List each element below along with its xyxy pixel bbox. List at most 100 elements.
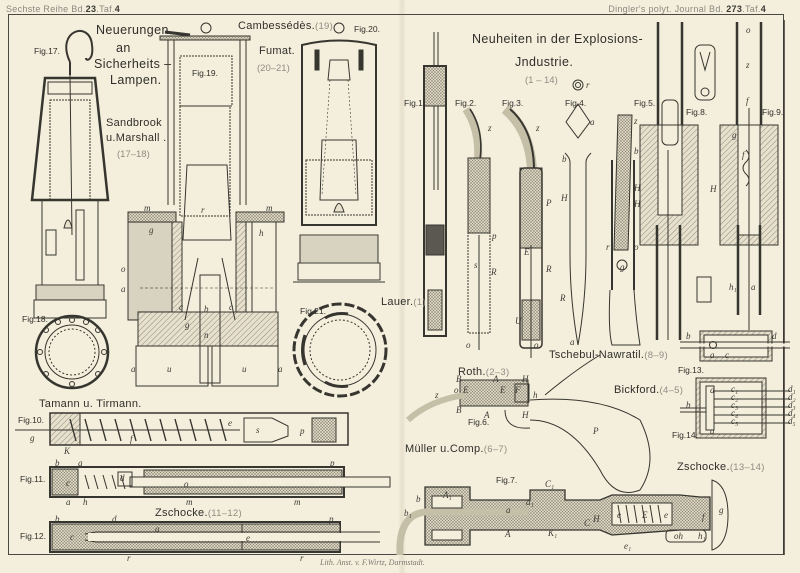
part-letter: c: [229, 302, 233, 312]
part-letter: m: [266, 203, 273, 213]
header-right: Dingler's polyt. Journal Bd. 273.Taf.4: [608, 4, 766, 14]
fig-17-label: Fig.17.: [34, 46, 60, 56]
part-letter: R: [560, 293, 566, 303]
inventor-name: Roth.: [458, 366, 486, 378]
part-letter: a: [155, 524, 160, 534]
part-letter: b: [55, 458, 60, 468]
right-title-line-1: Neuheiten in der Explosions-: [472, 32, 644, 46]
part-letter: o: [454, 385, 459, 395]
part-letter: c: [66, 478, 70, 488]
part-letter: P: [546, 198, 552, 208]
fig-10-label: Fig.10.: [18, 415, 44, 425]
inventor-bickford: Bickford.(4–5): [614, 384, 683, 396]
inventor-name: Cambessédès.: [238, 20, 315, 32]
part-letter: F: [515, 385, 521, 395]
journal-label: Dingler's polyt. Journal Bd.: [608, 4, 724, 14]
part-letter: a: [506, 505, 511, 515]
part-letter: c₂: [731, 392, 739, 402]
inventor-name: Müller u.Comp.: [405, 443, 484, 455]
part-letter: E: [524, 247, 530, 257]
part-letter: a: [710, 385, 715, 395]
range-17-18: (17–18): [117, 149, 150, 160]
inventor-range: (19): [314, 21, 334, 32]
part-letter: n: [204, 330, 209, 340]
part-letter: A: [484, 410, 490, 420]
fig12-drawing: [49, 521, 380, 553]
part-letter: c₃: [731, 400, 739, 410]
part-letter: m: [144, 203, 151, 213]
part-letter: H: [561, 193, 568, 203]
part-letter: r: [586, 80, 590, 90]
part-letter: b: [204, 304, 209, 314]
part-letter: u: [167, 364, 172, 374]
part-letter: e: [664, 510, 668, 520]
fig-12-label: Fig.12.: [20, 531, 46, 541]
part-letter: K: [64, 446, 71, 456]
part-letter: c₅: [731, 416, 739, 426]
fig5-tube-drawing: [639, 22, 712, 340]
plate-prefix: .Taf.: [742, 4, 761, 14]
part-letter: b: [416, 494, 421, 504]
part-letter: a: [751, 282, 756, 292]
part-letter: h₁: [698, 531, 706, 541]
part-letter: H: [634, 183, 641, 193]
lithographer-imprint: Lith. Anst. v. F.Wirtz, Darmstadt.: [320, 558, 425, 567]
part-letter: c: [725, 350, 729, 360]
part-letter: d₁: [788, 384, 796, 394]
header-left: Sechste Reihe Bd.23.Taf.4: [6, 4, 120, 14]
inventor-name: Bickford.: [614, 384, 660, 396]
fig-20-label: Fig.20.: [354, 24, 380, 34]
fig7-drawing: [396, 479, 729, 556]
part-letter: f: [746, 96, 749, 106]
inventor-mueller: Müller u.Comp.(6–7): [405, 443, 507, 455]
part-letter: u: [242, 364, 247, 374]
plate-number: 4: [760, 4, 766, 14]
part-letter: P: [593, 426, 599, 436]
fig4-drawing: [564, 79, 592, 346]
inventor-zschocke-left: Zschocke.(11–12): [155, 507, 242, 519]
fig6-drawing: [405, 354, 651, 493]
inventor-tschebul: Tschebul-Nawratil.(8–9): [549, 349, 668, 361]
part-letter: m: [186, 497, 193, 507]
part-letter: C: [584, 518, 591, 528]
inventor-range: (11–12): [207, 508, 242, 519]
part-letter: B: [456, 405, 462, 415]
part-letter: g: [185, 320, 190, 330]
fig14-drawing: [680, 377, 790, 439]
fig-8-label: Fig.8.: [686, 107, 708, 117]
fig-18-label: Fig.18.: [22, 314, 48, 324]
part-letter: e: [617, 510, 621, 520]
fig9-drawing: [719, 20, 785, 555]
part-letter: E: [500, 385, 506, 395]
fig8-drawing: [694, 44, 716, 101]
fig10-drawing: [15, 412, 349, 446]
part-letter: o: [121, 264, 126, 274]
fig-19-label: Fig.19.: [192, 68, 218, 78]
part-letter: A₁: [443, 490, 452, 500]
part-letter: a: [121, 284, 126, 294]
inventor-range: (1): [413, 297, 426, 308]
fig11-drawing: [49, 466, 391, 498]
fig5-drawing: [608, 114, 641, 346]
part-letter: a: [710, 350, 715, 360]
fig-13-label: Fig.13.: [678, 365, 704, 375]
part-letter: B: [456, 374, 462, 384]
inventor-zschocke-right: Zschocke.(13–14): [677, 461, 765, 473]
range-20-21: (20–21): [257, 63, 290, 74]
inventor-tamann: Tamann u. Tirmann.: [39, 398, 142, 410]
inventor-range: (2–3): [485, 367, 510, 378]
left-title-line-1: Neuerungen: [96, 23, 169, 37]
part-letter: g: [30, 433, 35, 443]
part-letter: h₁: [729, 282, 737, 292]
part-letter: d: [120, 473, 125, 483]
fig13-drawing: [680, 330, 790, 362]
part-letter: H: [522, 410, 529, 420]
part-letter: e: [246, 533, 250, 543]
inventor-range: (4–5): [659, 385, 684, 396]
part-letter: h: [259, 228, 264, 238]
fig17-lamp-drawing: [30, 29, 110, 319]
left-title-line-2: an: [116, 41, 131, 55]
part-letter: A: [493, 374, 499, 384]
right-title-range: (1 – 14): [525, 75, 558, 86]
